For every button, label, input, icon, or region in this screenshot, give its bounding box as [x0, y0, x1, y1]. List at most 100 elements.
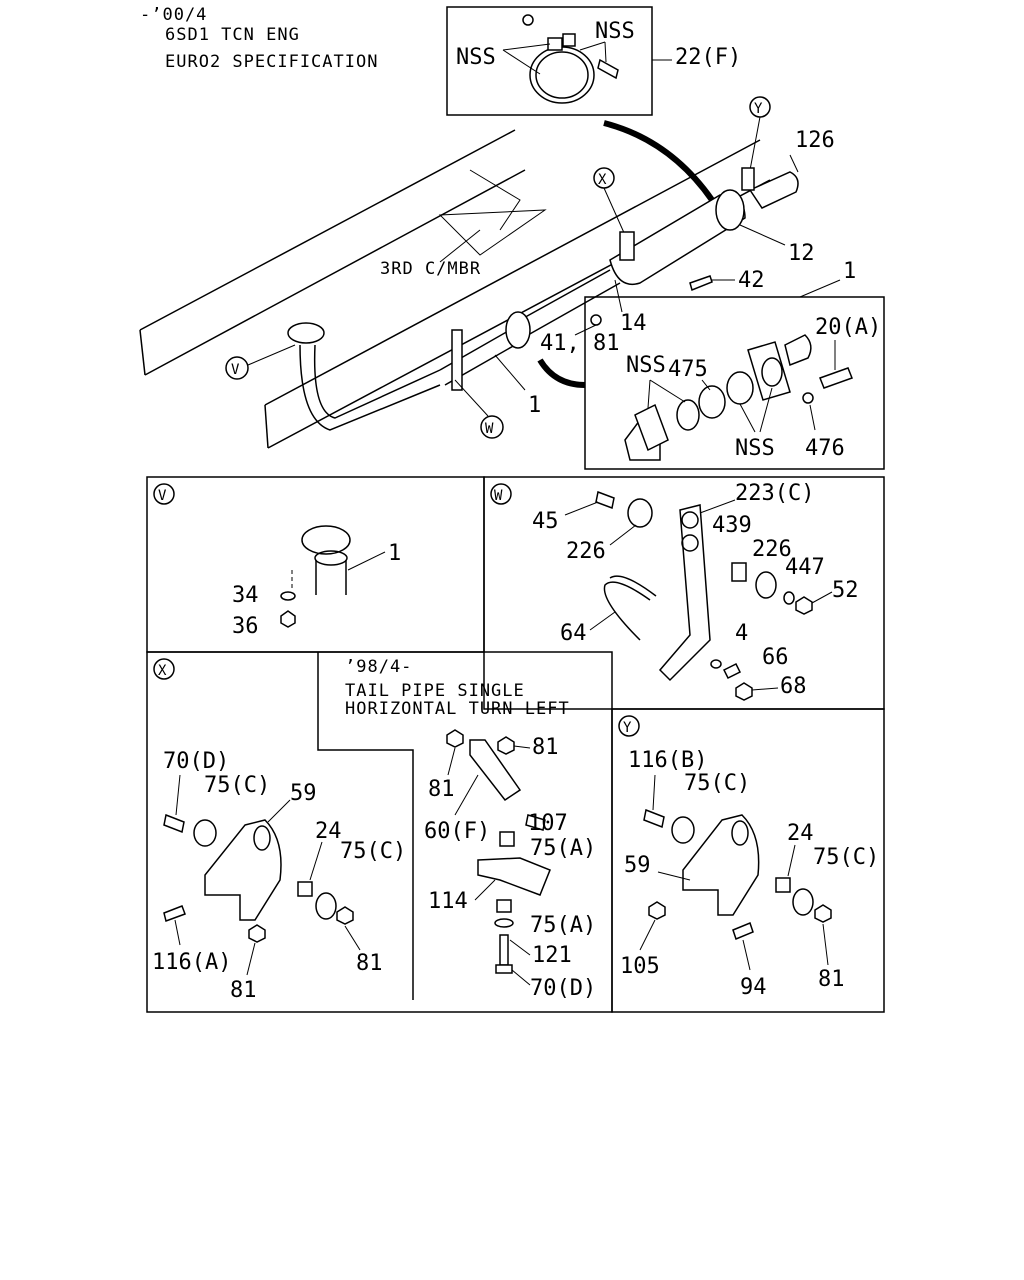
seal-ring-b — [726, 371, 754, 405]
spacer-439 — [731, 562, 747, 582]
bushing-75c-a — [193, 819, 217, 847]
label-81-y: 81 — [818, 967, 845, 992]
label-x-main: X — [598, 172, 607, 188]
panel-x: X ’98/4- TAIL PIPE SINGLE HORIZONTAL TUR… — [146, 651, 613, 1013]
label-107: 107 — [528, 811, 568, 836]
label-75a-b: 75(A) — [530, 913, 596, 938]
marker-y — [618, 715, 640, 737]
clamp-band — [529, 46, 595, 104]
note-line-1: TAIL PIPE SINGLE — [345, 681, 525, 701]
label-marker-x: X — [158, 663, 167, 679]
clamp-lug — [547, 37, 563, 51]
label-nss-a: NSS — [456, 45, 496, 70]
washer-121 — [494, 918, 514, 928]
bracket-59-y — [682, 814, 760, 916]
bolt-116a — [163, 905, 186, 922]
bolt-70d-b-head — [495, 964, 513, 974]
label-75c-b: 75(C) — [340, 839, 406, 864]
bracket-59-x — [204, 819, 282, 921]
front-pipe-upper — [519, 269, 611, 321]
washer-447 — [783, 591, 795, 605]
marker-w — [490, 483, 512, 505]
note-date: ’98/4- — [345, 657, 412, 677]
plate-114 — [477, 857, 551, 896]
header-date: -’00/4 — [140, 5, 207, 25]
label-20a: 20(A) — [815, 315, 881, 340]
joint-pointer — [537, 358, 586, 388]
label-94: 94 — [740, 975, 767, 1000]
joint-inset-box — [584, 296, 885, 470]
label-v-main: V — [231, 362, 240, 378]
hanger-x — [619, 231, 635, 261]
label-marker-w: W — [494, 488, 503, 504]
bushing-226a — [627, 498, 653, 528]
spacer-24-x — [297, 881, 313, 897]
header-engine: 6SD1 TCN ENG — [165, 25, 300, 45]
label-4: 4 — [735, 621, 748, 646]
label-105: 105 — [620, 954, 660, 979]
label-81-x-b: 81 — [356, 951, 383, 976]
label-59-y: 59 — [624, 853, 651, 878]
label-36: 36 — [232, 614, 259, 639]
clamp-band-inner — [535, 51, 589, 99]
spring-66 — [722, 662, 742, 680]
label-226-b: 226 — [752, 537, 792, 562]
label-y-main: Y — [754, 101, 763, 117]
hanger-y — [741, 167, 755, 191]
label-75a-a: 75(A) — [530, 836, 596, 861]
label-v-1: 1 — [388, 541, 401, 566]
label-475: 475 — [668, 357, 708, 382]
bushing-75a-b — [496, 899, 512, 913]
joint-pipe-right — [784, 334, 812, 367]
seal-ring-475 — [698, 385, 726, 419]
joint-flange-hole — [761, 357, 783, 387]
washer-34 — [280, 591, 296, 601]
nut-81-x-top-right — [497, 736, 515, 755]
label-75c-y-a: 75(C) — [684, 771, 750, 796]
label-nss-b: NSS — [595, 19, 635, 44]
panel-y: Y 116(B) 75(C) 59 24 75(C) 81 105 94 — [611, 708, 885, 1013]
label-116a: 116(A) — [152, 950, 231, 975]
muffler-end — [715, 189, 745, 231]
clamp-lug-2 — [562, 33, 576, 47]
label-14: 14 — [620, 311, 647, 336]
nut-81-y — [814, 904, 832, 923]
label-41-81: 41, 81 — [540, 331, 619, 356]
seal-ring-a — [676, 399, 700, 431]
panel-v: V 1 34 36 — [146, 476, 485, 653]
clamp-nut — [522, 14, 534, 26]
label-70d-b: 70(D) — [530, 976, 596, 1001]
label-70d: 70(D) — [163, 749, 229, 774]
clamp-pointer — [603, 120, 715, 202]
label-12: 12 — [788, 241, 815, 266]
clamp-inset-box — [446, 6, 653, 116]
bolt-70d-b — [499, 934, 509, 966]
bushing-75c-y-b — [792, 888, 814, 916]
bracket-60f — [469, 739, 522, 802]
label-81-x-c: 81 — [428, 777, 455, 802]
label-126: 126 — [795, 128, 835, 153]
label-75c-a: 75(C) — [204, 773, 270, 798]
label-59-x: 59 — [290, 781, 317, 806]
label-64: 64 — [560, 621, 587, 646]
label-nss-d: NSS — [735, 436, 775, 461]
label-81-x-a: 81 — [230, 978, 257, 1003]
note-line-2: HORIZONTAL TURN LEFT — [345, 699, 570, 719]
bolt-94 — [732, 922, 754, 940]
label-22f: 22(F) — [675, 45, 741, 70]
note-divider — [317, 652, 414, 1000]
header: -’00/4 6SD1 TCN ENG EURO2 SPECIFICATION — [140, 5, 377, 72]
label-66: 66 — [762, 645, 789, 670]
v-flange — [301, 525, 351, 555]
tail-pipe — [748, 171, 799, 209]
label-nss-c: NSS — [626, 353, 666, 378]
washer-4 — [710, 659, 722, 669]
label-45: 45 — [532, 509, 559, 534]
bolt-70d — [163, 813, 185, 834]
bolt-42 — [689, 275, 713, 292]
bushing-226b — [755, 571, 777, 599]
bolt-45 — [595, 490, 615, 510]
nut-105 — [648, 901, 666, 920]
label-476: 476 — [805, 436, 845, 461]
label-42: 42 — [738, 268, 765, 293]
